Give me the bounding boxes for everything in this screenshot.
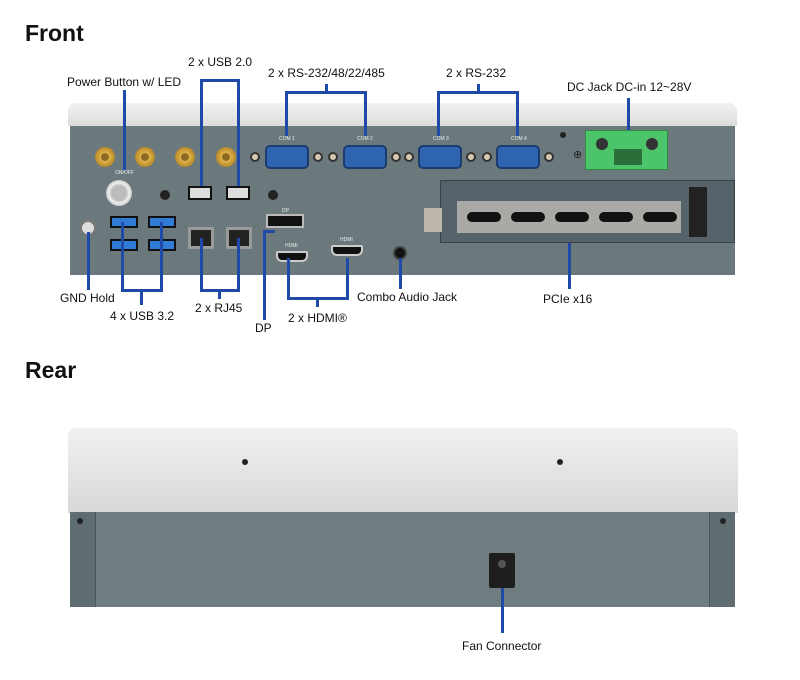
callout-line xyxy=(316,297,319,307)
hdmi1-mark: HDMI xyxy=(285,243,298,249)
com1-mark: COM 1 xyxy=(279,136,295,142)
callout-bracket-com34 xyxy=(437,91,519,94)
callout-bracket-usb2 xyxy=(200,79,240,82)
hdmi-port xyxy=(276,251,308,262)
rear-chassis-top xyxy=(68,428,738,513)
label-usb20: 2 x USB 2.0 xyxy=(188,55,253,69)
callout-line xyxy=(325,84,328,92)
label-power-button: Power Button w/ LED xyxy=(67,75,182,89)
label-pcie: PCIe x16 xyxy=(543,292,593,306)
callout-line xyxy=(477,84,480,92)
antenna-connector xyxy=(135,147,155,167)
callout-line xyxy=(364,91,367,136)
com3-mark: COM 3 xyxy=(433,136,449,142)
pcie-bracket xyxy=(440,180,735,243)
com-screw xyxy=(313,152,323,162)
power-button xyxy=(106,180,132,206)
fan-connector xyxy=(489,553,515,588)
callout-line xyxy=(437,91,440,136)
label-usb32: 4 x USB 3.2 xyxy=(110,309,175,323)
label-dp: DP xyxy=(255,321,272,335)
onoff-mark: ON/OFF xyxy=(115,170,134,176)
front-chassis-top xyxy=(68,103,737,126)
label-rs232-multi: 2 x RS-232/48/22/485 xyxy=(268,66,385,80)
dp-port xyxy=(266,214,304,228)
front-heading: Front xyxy=(25,20,84,46)
callout-line xyxy=(218,289,221,299)
antenna-connector xyxy=(175,147,195,167)
screw-hole xyxy=(560,132,566,138)
dp-mark: DP xyxy=(282,208,289,214)
pcie-latch xyxy=(424,208,442,232)
callout-line-gnd xyxy=(87,232,90,290)
com-screw xyxy=(328,152,338,162)
com-screw xyxy=(466,152,476,162)
com-screw xyxy=(544,152,554,162)
callout-line xyxy=(121,222,124,291)
callout-line xyxy=(140,289,143,305)
rear-panel xyxy=(70,512,735,607)
com-screw xyxy=(391,152,401,162)
callout-bracket-com12 xyxy=(285,91,367,94)
label-gnd-hold: GND Hold xyxy=(60,291,115,305)
callout-line xyxy=(160,222,163,291)
hdmi2-mark: HDMI xyxy=(340,237,353,243)
label-rj45: 2 x RJ45 xyxy=(195,301,243,315)
screw-hole xyxy=(77,518,83,524)
callout-line-fan xyxy=(501,588,504,633)
dc-terminal-block xyxy=(585,130,668,170)
com4-mark: COM 4 xyxy=(511,136,527,142)
callout-line-dc xyxy=(627,98,630,130)
callout-line-dp xyxy=(263,230,266,320)
callout-line xyxy=(346,258,349,299)
com-screw xyxy=(250,152,260,162)
antenna-connector xyxy=(95,147,115,167)
callout-line xyxy=(200,79,203,186)
com2-mark: COM 2 xyxy=(357,136,373,142)
callout-line xyxy=(237,79,240,186)
label-combo-audio: Combo Audio Jack xyxy=(357,290,458,304)
com3-port xyxy=(418,145,462,169)
usb2-port xyxy=(226,186,250,200)
label-hdmi: 2 x HDMI® xyxy=(288,311,347,325)
hdmi-port xyxy=(331,245,363,256)
com2-port xyxy=(343,145,387,169)
antenna-connector xyxy=(216,147,236,167)
com4-port xyxy=(496,145,540,169)
screw-hole xyxy=(557,459,563,465)
screw-hole xyxy=(242,459,248,465)
callout-line-pcie xyxy=(568,243,571,289)
label-dc-jack: DC Jack DC-in 12~28V xyxy=(567,80,692,94)
com1-port xyxy=(265,145,309,169)
label-rs232: 2 x RS-232 xyxy=(446,66,507,80)
usb3-port xyxy=(110,216,138,228)
plus-symbol-icon: ⊕ xyxy=(573,149,583,161)
callout-line-power xyxy=(123,90,126,170)
rear-heading: Rear xyxy=(25,357,77,383)
led-hole xyxy=(160,190,170,200)
com-screw xyxy=(404,152,414,162)
callout-line xyxy=(516,91,519,136)
usb3-port xyxy=(110,239,138,251)
led-hole xyxy=(268,190,278,200)
callout-line-audio xyxy=(399,258,402,289)
callout-line xyxy=(200,238,203,291)
callout-line xyxy=(287,258,290,299)
usb2-port xyxy=(188,186,212,200)
callout-line-dp xyxy=(263,230,275,233)
com-screw xyxy=(482,152,492,162)
label-fan-connector: Fan Connector xyxy=(462,639,542,653)
callout-line xyxy=(285,91,288,136)
callout-line xyxy=(237,238,240,291)
screw-hole xyxy=(720,518,726,524)
